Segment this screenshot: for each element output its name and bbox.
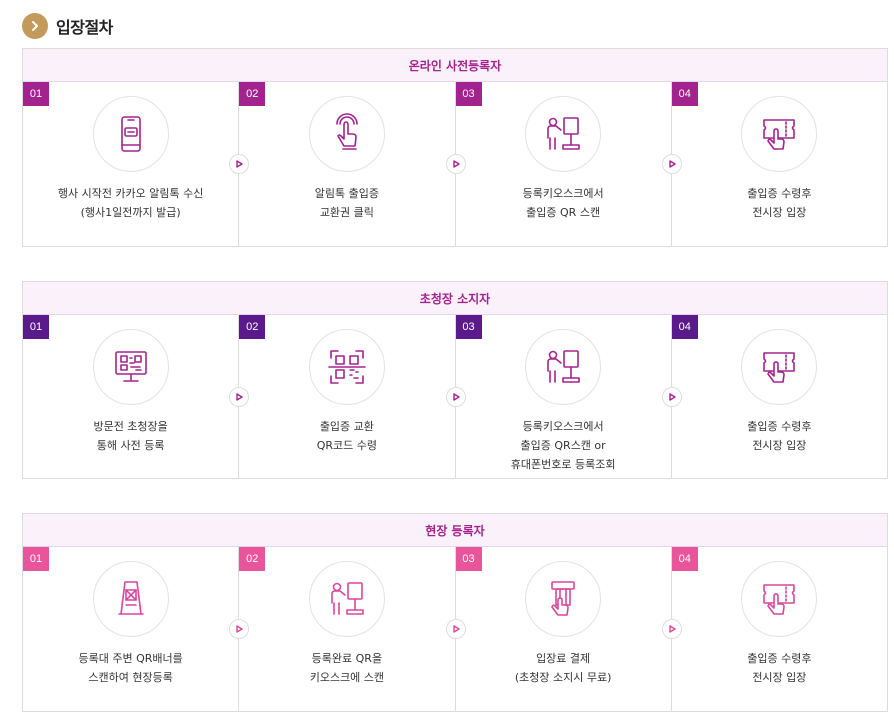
touch-tap-icon — [308, 96, 385, 172]
step-line: 알림톡 출입증 — [314, 187, 379, 200]
step-number: 03 — [455, 82, 482, 106]
card-payment-icon — [525, 561, 602, 637]
next-arrow-icon — [445, 387, 466, 407]
next-arrow-icon — [229, 387, 250, 407]
step-description: 등록키오스크에서 출입증 QR 스캔 — [523, 184, 604, 222]
step-line: 스캔하여 현장등록 — [88, 671, 173, 684]
step-number: 01 — [23, 315, 49, 339]
next-arrow-icon — [661, 619, 682, 639]
step-list: 01 등록대 주변 QR배너를 스캔하여 현장등록 02 — [23, 547, 887, 711]
step-line: 등록키오스크에서 — [522, 187, 604, 200]
step-description: 출입증 수령후 전시장 입장 — [747, 649, 811, 687]
step-number: 04 — [671, 82, 698, 106]
kiosk-user-icon — [308, 561, 385, 637]
step-line: 출입증 수령후 — [747, 187, 812, 200]
step-line: (초청장 소지시 무료) — [514, 671, 612, 684]
step-description: 출입증 수령후 전시장 입장 — [747, 417, 811, 455]
step-item: 01 행사 시작전 카카오 알림톡 수신 (행사1일전까지 발급) — [23, 82, 238, 246]
step-description: 알림톡 출입증 교환권 클릭 — [315, 184, 379, 222]
step-line: 등록대 주변 QR배너를 — [78, 652, 183, 665]
step-description: 등록완료 QR을 키오스크에 스캔 — [310, 649, 384, 687]
step-line: 교환권 클릭 — [319, 206, 374, 219]
step-line: 등록완료 QR을 — [311, 652, 383, 665]
smartphone-message-icon — [92, 96, 169, 172]
step-item: 02 등록완료 QR을 키오스크에 스캔 — [229, 547, 454, 711]
section-invitation-holders: 초청장 소지자 01 방문전 초청장을 통 — [22, 281, 888, 479]
next-arrow-icon — [445, 154, 466, 174]
step-description: 등록대 주변 QR배너를 스캔하여 현장등록 — [78, 649, 182, 687]
step-description: 출입증 수령후 전시장 입장 — [747, 184, 811, 222]
step-description: 출입증 교환 QR코드 수령 — [317, 417, 377, 455]
step-line: 출입증 수령후 — [747, 420, 812, 433]
step-list: 01 행사 시작전 카카오 알림톡 수신 (행사1일전까지 발급) 02 — [23, 82, 887, 246]
step-item: 03 등록키오스크에서 출입증 QR 스캔 — [445, 82, 671, 246]
step-item: 03 등록키오스크에서 출입증 QR스캔 or 휴대폰번호로 등록조회 — [445, 315, 671, 478]
step-line: (행사1일전까지 발급) — [80, 206, 181, 219]
next-arrow-icon — [229, 619, 250, 639]
step-line: 출입증 QR스캔 or — [520, 439, 606, 452]
next-arrow-icon — [445, 619, 466, 639]
step-line: 휴대폰번호로 등록조회 — [510, 458, 616, 471]
section-title: 초청장 소지자 — [23, 282, 887, 315]
qr-scan-icon — [308, 329, 385, 405]
qr-banner-stand-icon — [92, 561, 169, 637]
kiosk-user-icon — [525, 96, 602, 172]
step-description: 등록키오스크에서 출입증 QR스캔 or 휴대폰번호로 등록조회 — [511, 417, 616, 474]
ticket-hand-icon — [741, 329, 818, 405]
step-description: 행사 시작전 카카오 알림톡 수신 (행사1일전까지 발급) — [58, 184, 204, 222]
next-arrow-icon — [229, 154, 250, 174]
step-item: 04 출입증 수령후 전시장 입장 — [661, 315, 887, 478]
kiosk-user-icon — [525, 329, 602, 405]
step-item: 01 등록대 주변 QR배너를 스캔하여 현장등록 — [23, 547, 238, 711]
step-line: 등록키오스크에서 — [522, 420, 604, 433]
monitor-qr-icon — [92, 329, 169, 405]
step-list: 01 방문전 초청장을 통해 사전 등록 — [23, 315, 887, 478]
step-item: 04 출입증 수령후 전시장 입장 — [661, 82, 887, 246]
step-number: 01 — [23, 547, 49, 571]
step-number: 02 — [239, 82, 266, 106]
step-number: 04 — [671, 547, 698, 571]
step-number: 02 — [239, 315, 266, 339]
ticket-hand-icon — [741, 96, 818, 172]
step-line: 행사 시작전 카카오 알림톡 수신 — [57, 187, 204, 200]
step-line: 입장료 결제 — [536, 652, 591, 665]
step-line: 전시장 입장 — [752, 206, 807, 219]
step-line: 키오스크에 스캔 — [309, 671, 385, 684]
section-online-preregistered: 온라인 사전등록자 01 행사 시작전 카카오 알림톡 수신 (행사1일전까지 … — [22, 48, 888, 247]
page-title: 입장절차 — [56, 18, 113, 37]
step-item: 02 알림톡 출입증 교환권 클릭 — [229, 82, 454, 246]
step-description: 방문전 초청장을 통해 사전 등록 — [93, 417, 167, 455]
step-line: 방문전 초청장을 — [93, 420, 168, 433]
step-line: 출입증 교환 — [319, 420, 374, 433]
chevron-right-icon — [22, 13, 48, 39]
section-title: 온라인 사전등록자 — [23, 49, 887, 82]
section-onsite-registrants: 현장 등록자 01 등록대 주변 QR배너를 스캔하여 현장등록 — [22, 513, 888, 712]
step-item: 02 출입증 교환 QR코 — [229, 315, 454, 478]
step-line: 통해 사전 등록 — [96, 439, 165, 452]
step-item: 04 출입증 수령후 전시장 입장 — [661, 547, 887, 711]
step-description: 입장료 결제 (초청장 소지시 무료) — [515, 649, 612, 687]
step-line: QR코드 수령 — [316, 439, 378, 452]
step-number: 03 — [455, 547, 482, 571]
ticket-hand-icon — [741, 561, 818, 637]
step-line: 출입증 수령후 — [747, 652, 812, 665]
next-arrow-icon — [661, 154, 682, 174]
step-item: 03 입장료 결제 (초청장 소지시 무료) — [445, 547, 671, 711]
step-line: 출입증 QR 스캔 — [526, 206, 601, 219]
section-title: 현장 등록자 — [23, 514, 887, 547]
step-number: 01 — [23, 82, 49, 106]
step-number: 03 — [455, 315, 482, 339]
page-heading: 입장절차 — [22, 12, 113, 40]
step-item: 01 방문전 초청장을 통해 사전 등록 — [23, 315, 238, 478]
step-number: 02 — [239, 547, 266, 571]
step-line: 전시장 입장 — [752, 671, 807, 684]
step-number: 04 — [671, 315, 698, 339]
next-arrow-icon — [661, 387, 682, 407]
step-line: 전시장 입장 — [752, 439, 807, 452]
